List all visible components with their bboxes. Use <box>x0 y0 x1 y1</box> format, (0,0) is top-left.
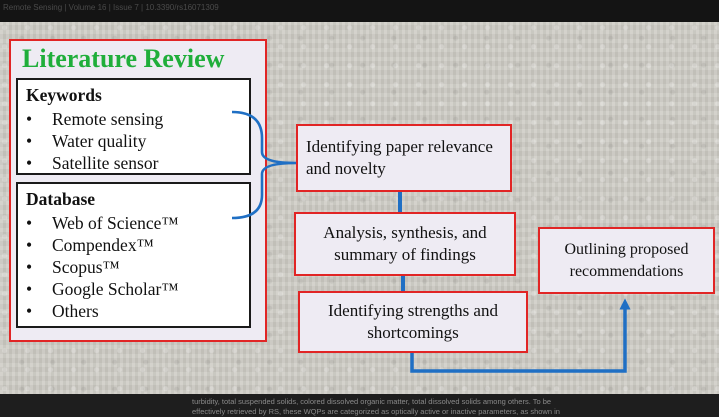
keyword-item: •Satellite sensor <box>26 153 159 173</box>
database-item: •Scopus™ <box>26 257 120 277</box>
analysis-synthesis-box <box>294 212 516 276</box>
database-heading: Database <box>26 189 96 209</box>
analysis-synthesis-label: Analysis, synthesis, and summary of find… <box>323 223 487 264</box>
relevance-novelty-box <box>296 124 512 192</box>
keyword-item: •Remote sensing <box>26 109 164 129</box>
keywords-box: Keywords •Remote sensing •Water quality … <box>16 78 251 175</box>
database-item: •Google Scholar™ <box>26 279 179 299</box>
article-text-strip: turbidity, total suspended solids, color… <box>0 394 719 417</box>
recommendations-label: Outlining proposed recommendations <box>564 240 689 280</box>
database-item: •Compendex™ <box>26 235 154 255</box>
keywords-list: •Remote sensing •Water quality •Satellit… <box>26 108 249 174</box>
literature-review-title: Literature Review <box>22 44 225 73</box>
database-item: •Web of Science™ <box>26 213 179 233</box>
article-citation: Remote Sensing | Volume 16 | Issue 7 | 1… <box>3 3 219 12</box>
article-text-line: turbidity, total suspended solids, color… <box>192 397 552 406</box>
database-item: •Others <box>26 301 99 321</box>
database-box: Database •Web of Science™ •Compendex™ •S… <box>16 182 251 328</box>
keywords-heading: Keywords <box>26 85 102 105</box>
top-bar: Remote Sensing | Volume 16 | Issue 7 | 1… <box>0 0 719 22</box>
keyword-item: •Water quality <box>26 131 147 151</box>
recommendations-box <box>538 227 715 294</box>
strengths-shortcomings-label: Identifying strengths and shortcomings <box>328 301 498 342</box>
article-text-line: effectively retrieved by RS, these WQPs … <box>192 407 560 416</box>
relevance-novelty-label: Identifying paper relevance and novelty <box>306 137 493 178</box>
database-list: •Web of Science™ •Compendex™ •Scopus™ •G… <box>26 212 249 322</box>
